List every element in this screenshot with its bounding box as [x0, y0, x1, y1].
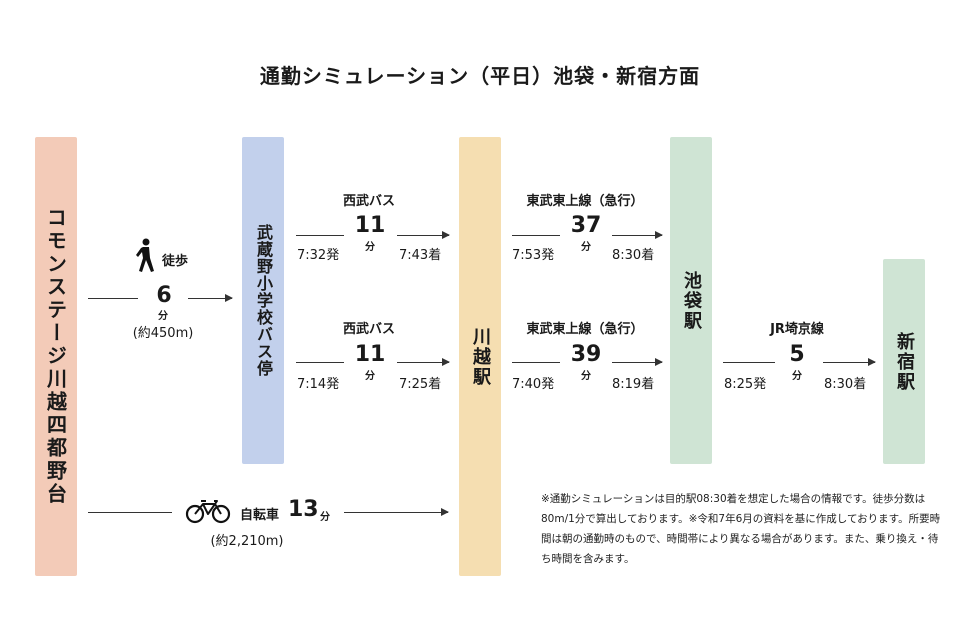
- train-route-1-depart: 7:53発: [512, 248, 555, 263]
- bus-route-1-label: 西武バス: [342, 194, 396, 209]
- station-shinjuku: 新宿駅: [883, 259, 925, 464]
- jr-route-label: JR埼京線: [770, 322, 824, 337]
- page-title: 通勤シミュレーション（平日）池袋・新宿方面: [259, 64, 701, 88]
- train-route-2-unit: 分: [581, 371, 591, 382]
- train-route-2-minutes: 39: [570, 342, 602, 367]
- train-route-2-depart: 7:40発: [512, 377, 555, 392]
- station-ikebukuro: 池袋駅: [670, 137, 712, 464]
- bus-route-2-arrive: 7:25着: [399, 377, 442, 392]
- bus-route-1-minutes: 11: [354, 213, 386, 238]
- train-route-2-arrow: [612, 358, 663, 366]
- walking-person-icon: [134, 238, 156, 274]
- bus-route-1-arrive: 7:43着: [399, 248, 442, 263]
- walk-unit: 分: [158, 311, 168, 322]
- bike-label: 自転車: [240, 508, 280, 523]
- bus-route-1-line: [296, 235, 344, 236]
- train-route-2-label: 東武東上線（急行）: [526, 322, 644, 337]
- jr-route-minutes: 5: [789, 342, 805, 367]
- station-shinjuku-label: 新宿駅: [894, 331, 915, 392]
- train-route-2-arrive: 8:19着: [612, 377, 655, 392]
- station-home: コモンステージ川越四都野台: [35, 137, 77, 576]
- bus-route-2-unit: 分: [365, 371, 375, 382]
- jr-route-depart: 8:25発: [724, 377, 767, 392]
- walk-minutes: 6: [156, 283, 172, 308]
- jr-route-arrow: [823, 358, 876, 366]
- walk-distance: (約450m): [132, 326, 194, 341]
- bus-route-1-unit: 分: [365, 242, 375, 253]
- bus-route-2-depart: 7:14発: [297, 377, 340, 392]
- train-route-1-unit: 分: [581, 242, 591, 253]
- bike-unit: 分: [320, 512, 330, 523]
- jr-route-line: [723, 362, 775, 363]
- bike-distance: (約2,210m): [210, 534, 284, 549]
- bike-minutes: 13: [288, 497, 319, 522]
- train-route-1-minutes: 37: [570, 213, 602, 238]
- footnote: ※通勤シミュレーションは目的駅08:30着を想定した場合の情報です。徒歩分数は8…: [541, 493, 941, 565]
- bike-arrow: [344, 508, 449, 516]
- bike-line: [88, 512, 172, 513]
- bus-route-2-line: [296, 362, 344, 363]
- bicycle-icon: [185, 498, 231, 524]
- bus-route-1-depart: 7:32発: [297, 248, 340, 263]
- walk-arrow: [188, 294, 233, 302]
- jr-route-unit: 分: [792, 371, 802, 382]
- walk-line: [88, 298, 138, 299]
- station-bus-stop: 武蔵野小学校バス停: [242, 137, 284, 464]
- bus-route-2-label: 西武バス: [342, 322, 396, 337]
- train-route-1-arrow: [612, 231, 663, 239]
- station-home-label: コモンステージ川越四都野台: [43, 207, 68, 506]
- train-route-2-line: [512, 362, 560, 363]
- walk-label: 徒歩: [162, 254, 189, 269]
- bus-route-2-minutes: 11: [354, 342, 386, 367]
- station-ikebukuro-label: 池袋駅: [681, 270, 702, 331]
- station-kawagoe-label: 川越駅: [470, 326, 491, 387]
- bus-route-1-arrow: [397, 231, 450, 239]
- station-bus-stop-label: 武蔵野小学校バス停: [254, 224, 273, 377]
- jr-route-arrive: 8:30着: [824, 377, 867, 392]
- train-route-1-label: 東武東上線（急行）: [526, 194, 644, 209]
- bus-route-2-arrow: [397, 358, 450, 366]
- train-route-1-line: [512, 235, 560, 236]
- station-kawagoe: 川越駅: [459, 137, 501, 576]
- train-route-1-arrive: 8:30着: [612, 248, 655, 263]
